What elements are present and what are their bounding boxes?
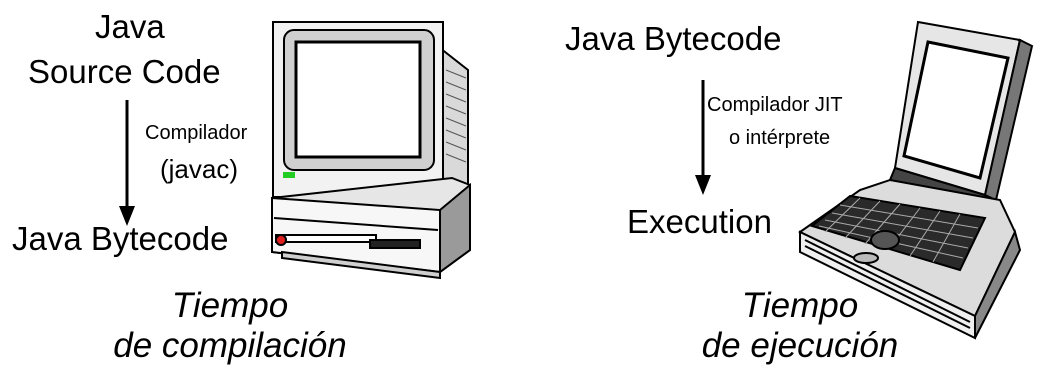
compile-time-caption: Tiempo de compilación <box>80 286 380 367</box>
laptop-computer-icon <box>798 20 1034 340</box>
execution-label: Execution <box>627 203 772 240</box>
source-label-line2: Source Code <box>28 53 221 90</box>
bytecode-output-label: Java Bytecode <box>12 220 229 257</box>
caption-line2: de ejecución <box>701 326 899 366</box>
process-label-line2: o intérprete <box>729 127 831 149</box>
caption-line2: de compilación <box>113 326 347 366</box>
execute-arrow <box>695 80 711 195</box>
bytecode-input-label: Java Bytecode <box>565 20 782 57</box>
compile-arrow <box>119 100 135 226</box>
process-label-line1: Compilador JIT <box>707 94 843 116</box>
desktop-computer-icon <box>271 21 471 280</box>
source-label-line1: Java <box>95 8 165 45</box>
run-time-caption: Tiempo de ejecución <box>660 286 940 367</box>
caption-line1: Tiempo <box>741 286 859 325</box>
compiler-label: Compilador <box>145 122 248 144</box>
caption-line1: Tiempo <box>171 286 289 325</box>
compiler-command: (javac) <box>160 154 239 184</box>
